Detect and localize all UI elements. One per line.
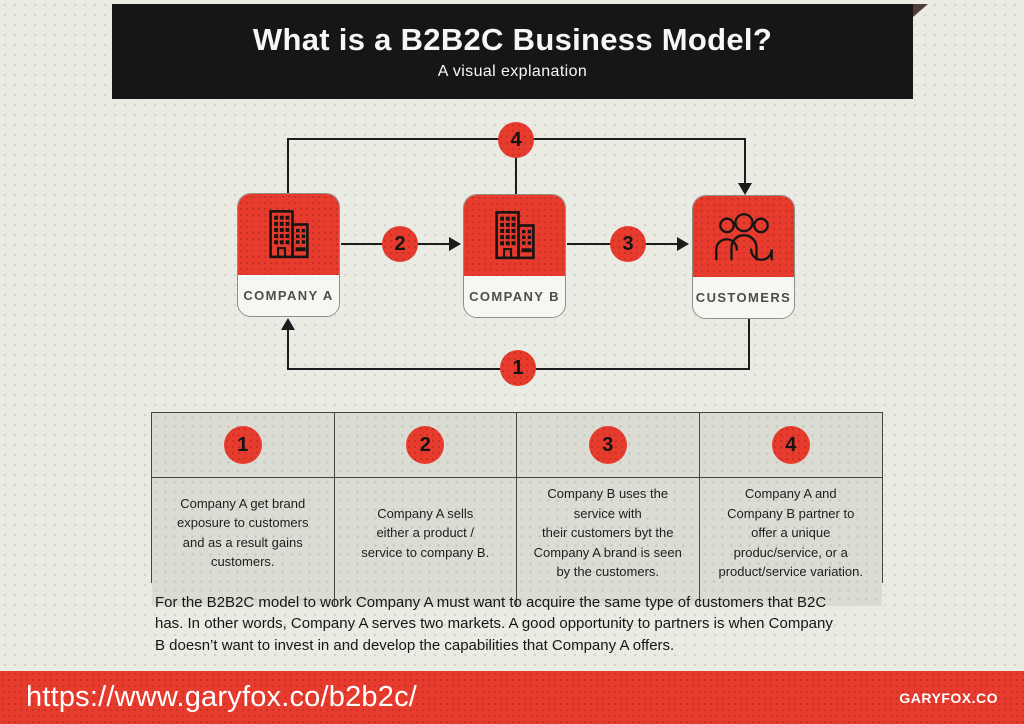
table-header-cell-4: 4 bbox=[699, 413, 882, 478]
source-url: https://www.garyfox.co/b2b2c/ bbox=[26, 681, 418, 713]
building-icon bbox=[487, 207, 543, 265]
top-loop-right-segment bbox=[744, 138, 746, 184]
table-header-cell-2: 2 bbox=[334, 413, 517, 478]
company-b-card: COMPANY B bbox=[463, 194, 566, 318]
bottom-loop-right-segment bbox=[748, 319, 750, 370]
explanation-table: 1 2 3 4 Company A get brand exposure to … bbox=[151, 412, 883, 606]
flow-badge-3: 3 bbox=[610, 226, 646, 262]
table-body-cell-2: Company A sells either a product / servi… bbox=[334, 478, 517, 606]
company-a-label: COMPANY A bbox=[238, 275, 339, 316]
step-2-description: Company A sells either a product / servi… bbox=[361, 505, 490, 560]
arrow-3-head-icon bbox=[677, 237, 689, 251]
bottom-loop-left-segment bbox=[287, 330, 289, 370]
table-badge-2: 2 bbox=[406, 426, 445, 464]
company-b-label: COMPANY B bbox=[464, 276, 565, 317]
step-3-description: Company B uses the service with their cu… bbox=[533, 486, 682, 579]
company-a-card-top bbox=[238, 194, 339, 275]
people-icon bbox=[710, 212, 778, 262]
table-body-cell-4: Company A and Company B partner to offer… bbox=[699, 478, 882, 606]
arrow-into-company-b-icon bbox=[449, 237, 461, 251]
customers-card: CUSTOMERS bbox=[692, 195, 795, 319]
banner-corner-fold bbox=[913, 4, 928, 17]
page-title: What is a B2B2C Business Model? bbox=[252, 22, 773, 57]
table-body-cell-1: Company A get brand exposure to customer… bbox=[152, 478, 335, 606]
company-b-card-top bbox=[464, 195, 565, 276]
header-banner: What is a B2B2C Business Model? A visual… bbox=[112, 4, 913, 99]
top-loop-middle-segment bbox=[515, 138, 517, 195]
top-loop-left-segment bbox=[287, 138, 289, 194]
flow-badge-2: 2 bbox=[382, 226, 418, 262]
table-header-cell-3: 3 bbox=[517, 413, 700, 478]
footer-bar: https://www.garyfox.co/b2b2c/ GARYFOX.CO bbox=[0, 671, 1024, 724]
table-badge-3: 3 bbox=[588, 426, 627, 464]
flow-badge-4: 4 bbox=[498, 122, 534, 158]
page-subtitle: A visual explanation bbox=[437, 63, 588, 80]
flow-badge-1: 1 bbox=[500, 350, 536, 386]
step-1-description: Company A get brand exposure to customer… bbox=[176, 495, 309, 570]
step-4-description: Company A and Company B partner to offer… bbox=[718, 486, 863, 579]
explanatory-note: For the B2B2C model to work Company A mu… bbox=[155, 594, 833, 654]
brand-name: GARYFOX.CO bbox=[899, 689, 998, 706]
table-header-cell-1: 1 bbox=[152, 413, 335, 478]
building-icon bbox=[261, 206, 317, 264]
arrow-into-company-a-icon bbox=[281, 318, 295, 330]
customers-label: CUSTOMERS bbox=[693, 277, 794, 318]
table-badge-4: 4 bbox=[771, 426, 810, 464]
table-badge-1: 1 bbox=[223, 426, 262, 464]
table-body-cell-3: Company B uses the service with their cu… bbox=[517, 478, 700, 606]
arrow-into-customers-icon bbox=[738, 183, 752, 195]
company-a-card: COMPANY A bbox=[237, 193, 340, 317]
customers-card-top bbox=[693, 196, 794, 277]
